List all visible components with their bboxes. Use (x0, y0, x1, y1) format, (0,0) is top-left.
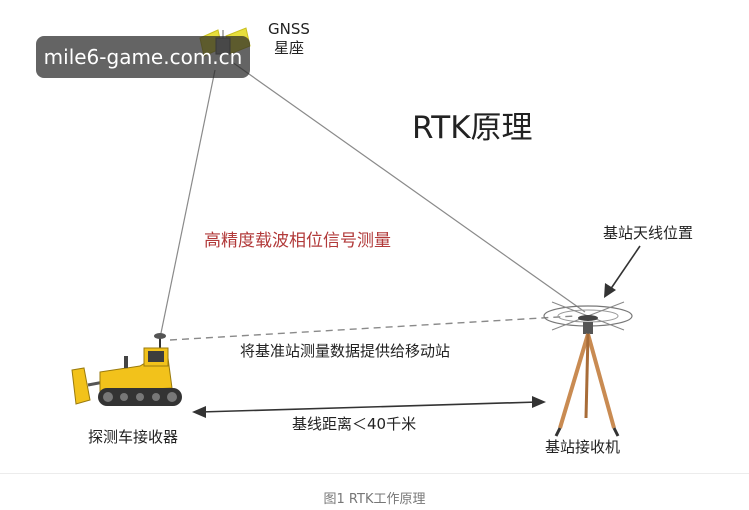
gnss-label-line2: 星座 (273, 39, 304, 57)
bulldozer-rover-icon (71, 333, 182, 406)
base-antenna-position-label: 基站天线位置 (603, 224, 694, 242)
satellite-rover-signal-line (159, 69, 216, 339)
satellite-base-signal-line (231, 61, 586, 313)
gnss-label-line1: GNSS (268, 20, 310, 38)
watermark-badge: mile6-game.com.cn (36, 36, 250, 78)
base-to-rover-data-link (169, 315, 576, 341)
carrier-phase-measurement-label: 高精度载波相位信号测量 (204, 231, 391, 251)
caption-divider (0, 473, 749, 474)
diagram-title: RTK原理 (412, 110, 533, 146)
rover-receiver-label: 探测车接收器 (88, 428, 179, 446)
baseline-distance-label: 基线距离＜40千米 (292, 415, 417, 433)
base-station-tripod-icon (543, 301, 633, 437)
antenna-pointer-arrow (604, 245, 641, 298)
gnss-constellation-label: GNSS 星座 (268, 20, 310, 58)
baseline-arrow (192, 396, 546, 418)
figure-caption: 图1 RTK工作原理 (323, 492, 426, 507)
base-receiver-label: 基站接收机 (545, 438, 621, 456)
data-link-label: 将基准站测量数据提供给移动站 (240, 342, 451, 360)
